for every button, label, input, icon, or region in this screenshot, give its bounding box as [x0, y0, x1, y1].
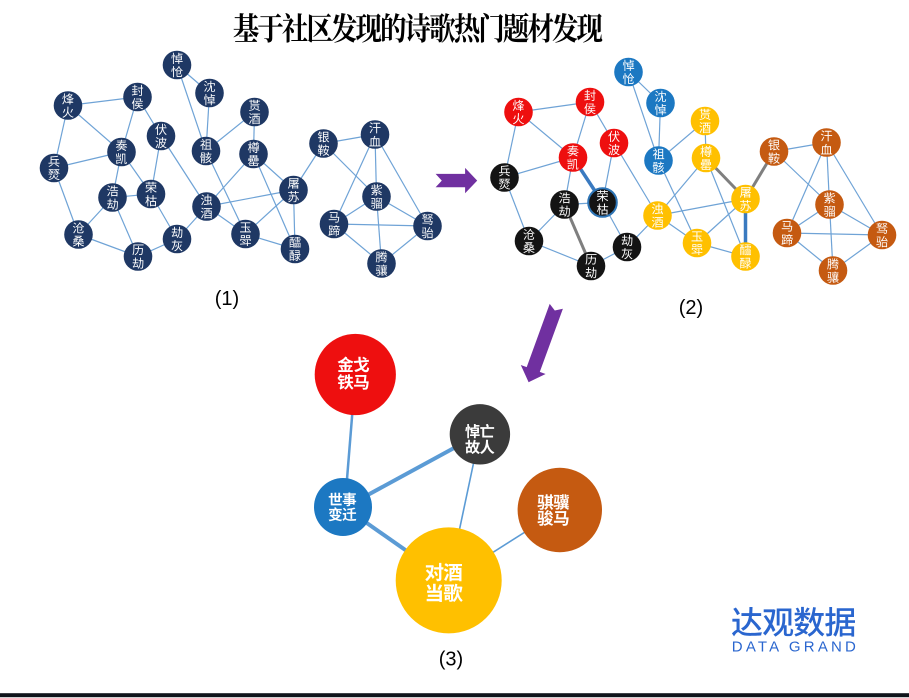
svg-text:DATA GRAND: DATA GRAND — [732, 639, 859, 656]
svg-text:(2): (2) — [679, 297, 703, 319]
svg-text:(1): (1) — [215, 288, 239, 310]
svg-text:(3): (3) — [439, 649, 463, 671]
